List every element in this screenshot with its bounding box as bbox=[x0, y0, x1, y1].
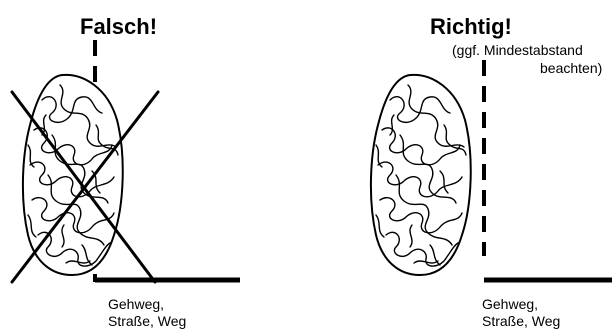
left-panel bbox=[12, 40, 240, 282]
left-title: Falsch! bbox=[80, 16, 157, 38]
right-path-label-line2: Straße, Weg bbox=[482, 313, 560, 330]
right-note-line2: beachten) bbox=[540, 59, 602, 77]
right-path-label-line1: Gehweg, bbox=[482, 296, 538, 313]
left-path-label-line2: Straße, Weg bbox=[108, 313, 186, 330]
right-note-line1: (ggf. Mindestabstand bbox=[452, 41, 583, 59]
left-path-label-line1: Gehweg, bbox=[108, 296, 164, 313]
right-title: Richtig! bbox=[430, 16, 512, 38]
right-panel bbox=[371, 60, 612, 280]
hedge-shrub-icon bbox=[371, 75, 471, 275]
